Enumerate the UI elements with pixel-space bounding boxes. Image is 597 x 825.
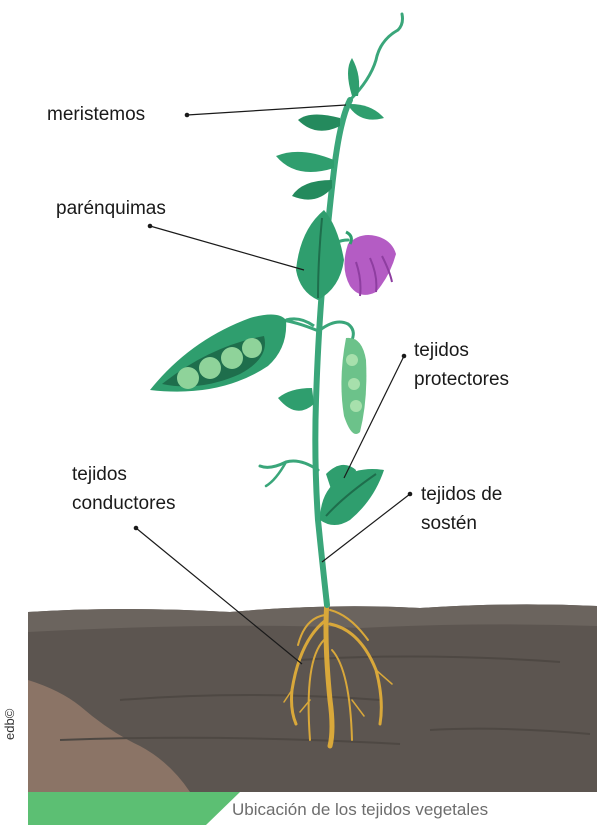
credit: edb© — [2, 709, 17, 740]
pea-pod-open — [150, 314, 314, 391]
label-protectores-line2: protectores — [414, 368, 509, 391]
pea-pod-closed — [341, 338, 366, 434]
label-conductores-line1: tejidos — [72, 463, 127, 486]
label-sosten-line2: sostén — [421, 512, 477, 535]
label-meristemos: meristemos — [47, 103, 145, 126]
label-conductores-line2: conductores — [72, 492, 176, 515]
flower — [344, 232, 396, 296]
label-sosten-line1: tejidos de — [421, 483, 502, 506]
label-protectores-line1: tejidos — [414, 339, 469, 362]
label-parenquimas: parénquimas — [56, 197, 166, 220]
caption-bar-green — [28, 792, 240, 825]
caption: Ubicación de los tejidos vegetales — [232, 800, 488, 820]
